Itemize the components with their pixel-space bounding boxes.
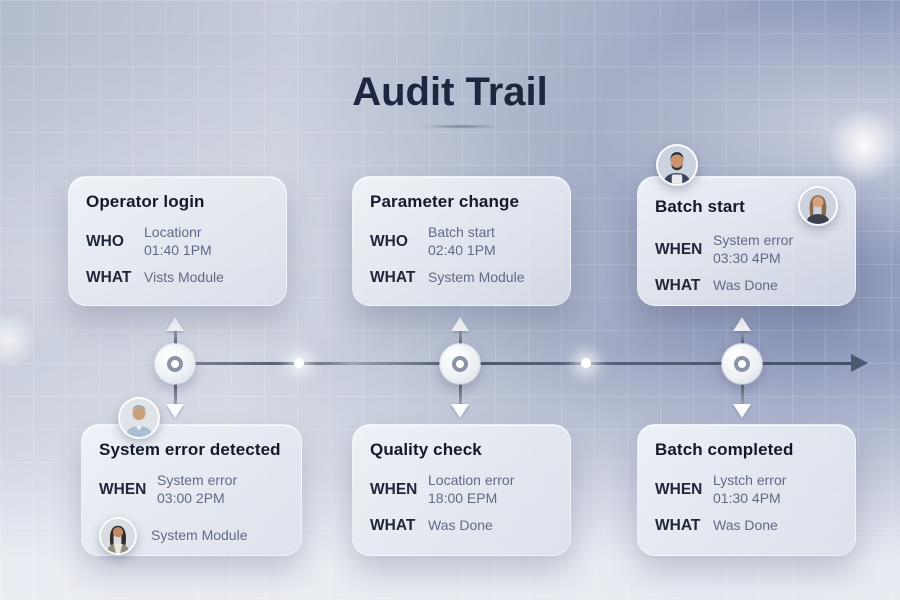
card-title: Batch completed [655,440,794,459]
row-label: WHEN [655,240,703,258]
row-label: WHO [86,232,124,250]
arrow-down-icon [451,404,469,418]
connector-up [173,331,177,345]
connector-down [173,383,177,405]
timeline-end-arrow-icon [851,354,868,372]
card-title: Batch start [655,197,745,216]
card-row: WHAT Vists Module [86,269,269,287]
row-label: WHAT [370,268,416,286]
connector-up [740,331,744,345]
row-label: WHAT [370,516,416,534]
timeline-glow-dot [294,358,304,368]
node-core [167,356,183,372]
card-title: Parameter change [370,192,520,211]
row-value: Was Done [713,516,778,533]
row-value: Was Done [713,276,778,293]
arrow-down-icon [733,404,751,418]
timeline-node-2 [440,344,480,384]
row-value: System Module [428,268,525,285]
avatar-woman-dark-hair [99,516,137,555]
row-value: System Module [151,526,248,543]
avatar-woman-long-hair [798,186,838,226]
card-title: System error detected [99,440,281,459]
row-label: WHO [370,232,408,250]
node-core [734,356,750,372]
connector-down [740,383,744,405]
arrow-up-icon [166,317,184,331]
avatar-man-dark-beard [656,144,698,186]
connector-down [458,383,462,405]
card-row: WHAT Was Done [655,277,838,295]
node-core [452,356,468,372]
timeline-line [175,362,853,365]
arrow-down-icon [166,404,184,418]
row-label: WHEN [99,480,147,498]
timeline-node-1 [155,344,195,384]
timeline-glow-dot [581,358,591,368]
arrow-up-icon [451,317,469,331]
title-shadow [406,124,516,129]
row-value: Vists Module [144,268,224,285]
arrow-up-icon [733,317,751,331]
card-row: WHAT System Module [370,269,553,287]
light-flare [826,108,900,184]
row-label: WHAT [655,516,701,534]
row-label: WHEN [655,480,703,498]
row-value: Was Done [428,516,493,533]
card-row: WHAT Was Done [655,517,838,535]
page-title: Audit Trail [352,70,548,114]
connector-up [458,331,462,345]
card-row: WHAT Was Done [370,517,553,535]
row-label: WHAT [86,268,132,286]
card-row: System Module [99,516,284,555]
avatar-man-gray-hair [118,397,160,439]
card-title: Operator login [86,192,205,211]
card-title-row: Batch start [655,186,838,226]
card-title: Quality check [370,440,482,459]
timeline-node-3 [722,344,762,384]
row-label: WHEN [370,480,418,498]
light-flare [0,310,38,370]
row-label: WHAT [655,276,701,294]
